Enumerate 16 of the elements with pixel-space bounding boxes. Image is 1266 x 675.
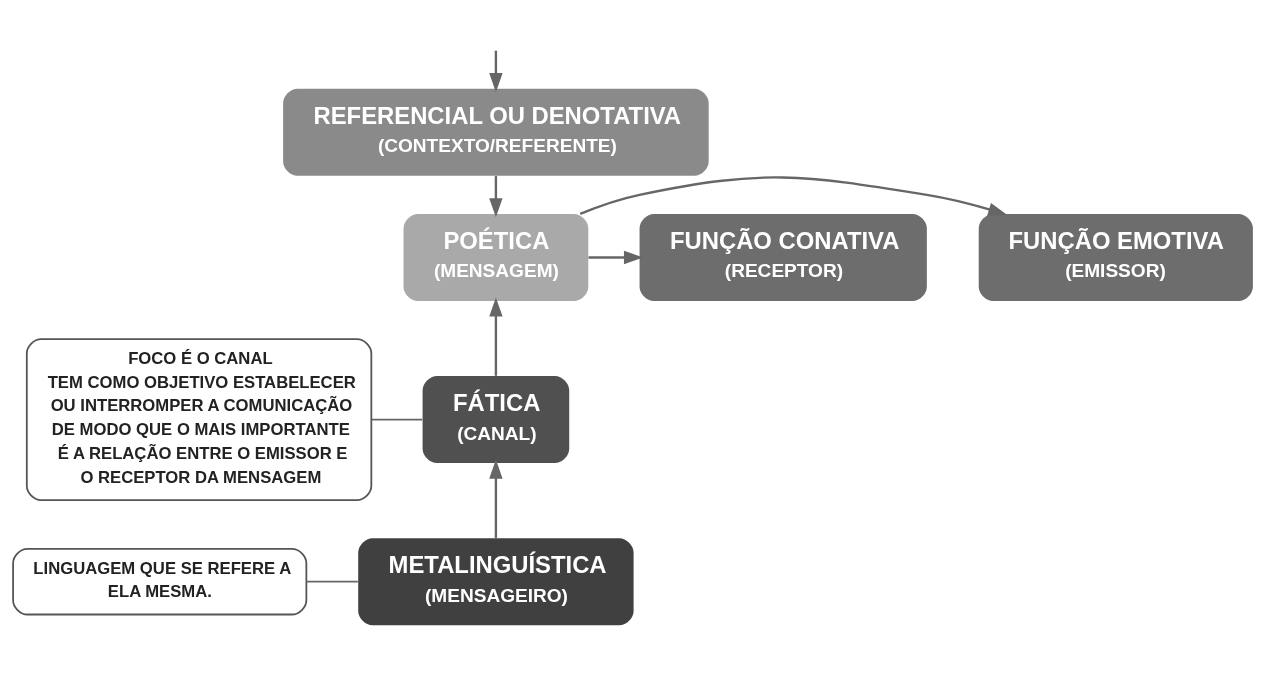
arrow: [489, 176, 503, 218]
node-box: METALINGUÍSTICA (MENSAGEIRO): [358, 538, 634, 626]
arrow: [579, 176, 1008, 216]
node-box: POÉTICA (MENSAGEM): [403, 213, 589, 301]
connector: [370, 418, 424, 421]
node-box: FÁTICA (CANAL): [422, 376, 570, 464]
arrow: [489, 50, 503, 93]
arrow: [489, 297, 503, 376]
arrow: [489, 459, 503, 538]
arrow: [588, 250, 644, 265]
node-box: FOCO É O CANAL TEM COMO OBJETIVO ESTABELECER OU INTERROMPER A COMUNICAÇÃO DE MODO QUE O MAIS IMPORTANTE É A RELAÇÃO ENTRE O EMISSOR E O RECEPTOR DA MENSAGEM: [25, 338, 373, 501]
node-box: LINGUAGEM QUE SE REFERE A ELA MESMA.: [12, 548, 308, 616]
connector: [305, 580, 359, 583]
node-box: FUNÇÃO CONATIVA (RECEPTOR): [639, 213, 927, 301]
node-box: REFERENCIAL OU DENOTATIVA (CONTEXTO/REFERENTE): [283, 88, 709, 176]
node-box: FUNÇÃO EMOTIVA (EMISSOR): [978, 213, 1253, 301]
